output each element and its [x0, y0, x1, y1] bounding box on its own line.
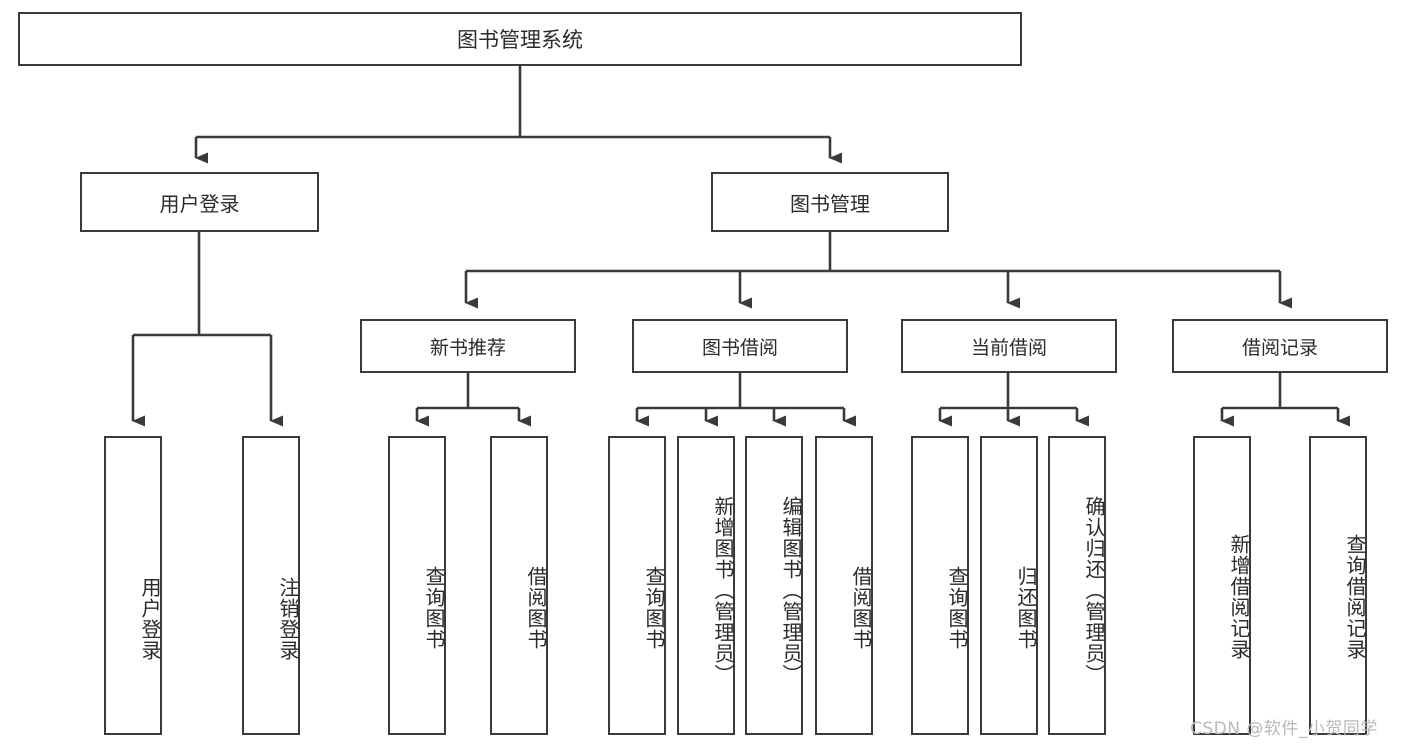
leaf-borrow-edit-book-admin[interactable]: 编辑图书（管理员）: [745, 436, 803, 735]
node-new-book-recommend[interactable]: 新书推荐: [360, 319, 576, 373]
leaf-recommend-query-book[interactable]: 查询图书: [388, 436, 446, 735]
leaf-record-query-record-label: 查询借阅记录: [1343, 533, 1367, 660]
leaf-user-logout-label: 注销登录: [276, 576, 300, 661]
leaf-recommend-query-book-label: 查询图书: [422, 565, 446, 650]
leaf-record-query-record[interactable]: 查询借阅记录: [1309, 436, 1367, 735]
leaf-user-login-label: 用户登录: [138, 576, 162, 661]
node-current-borrow[interactable]: 当前借阅: [901, 319, 1117, 373]
leaf-current-return-book-label: 归还图书: [1014, 565, 1038, 650]
leaf-borrow-add-book-admin-label: 新增图书（管理员）: [711, 496, 735, 685]
node-new-book-recommend-label: 新书推荐: [429, 336, 506, 359]
leaf-recommend-borrow-book-label: 借阅图书: [524, 565, 548, 650]
node-root-label: 图书管理系统: [457, 28, 583, 52]
node-root[interactable]: 图书管理系统: [18, 12, 1022, 66]
leaf-recommend-borrow-book[interactable]: 借阅图书: [490, 436, 548, 735]
leaf-current-query-book-label: 查询图书: [945, 565, 969, 650]
leaf-user-logout[interactable]: 注销登录: [242, 436, 300, 735]
leaf-current-confirm-return-admin[interactable]: 确认归还（管理员）: [1048, 436, 1106, 735]
node-current-borrow-label: 当前借阅: [970, 336, 1047, 359]
node-book-management[interactable]: 图书管理: [711, 172, 949, 232]
node-book-borrow[interactable]: 图书借阅: [632, 319, 848, 373]
leaf-borrow-add-book-admin[interactable]: 新增图书（管理员）: [677, 436, 735, 735]
leaf-record-add-record[interactable]: 新增借阅记录: [1193, 436, 1251, 735]
leaf-current-confirm-return-admin-label: 确认归还（管理员）: [1082, 496, 1106, 685]
node-borrow-record[interactable]: 借阅记录: [1172, 319, 1388, 373]
leaf-borrow-borrow-book-label: 借阅图书: [849, 565, 873, 650]
leaf-borrow-borrow-book[interactable]: 借阅图书: [815, 436, 873, 735]
node-book-management-label: 图书管理: [790, 191, 870, 216]
leaf-current-return-book[interactable]: 归还图书: [980, 436, 1038, 735]
leaf-user-login[interactable]: 用户登录: [104, 436, 162, 735]
leaf-borrow-query-book-label: 查询图书: [642, 565, 666, 650]
node-borrow-record-label: 借阅记录: [1241, 336, 1318, 359]
leaf-borrow-edit-book-admin-label: 编辑图书（管理员）: [779, 496, 803, 685]
node-book-borrow-label: 图书借阅: [701, 336, 778, 359]
watermark-text: CSDN @软件_小贺同学: [1190, 719, 1378, 739]
leaf-borrow-query-book[interactable]: 查询图书: [608, 436, 666, 735]
node-user-login-label: 用户登录: [159, 191, 240, 216]
node-user-login[interactable]: 用户登录: [80, 172, 319, 232]
leaf-record-add-record-label: 新增借阅记录: [1227, 533, 1251, 660]
leaf-current-query-book[interactable]: 查询图书: [911, 436, 969, 735]
